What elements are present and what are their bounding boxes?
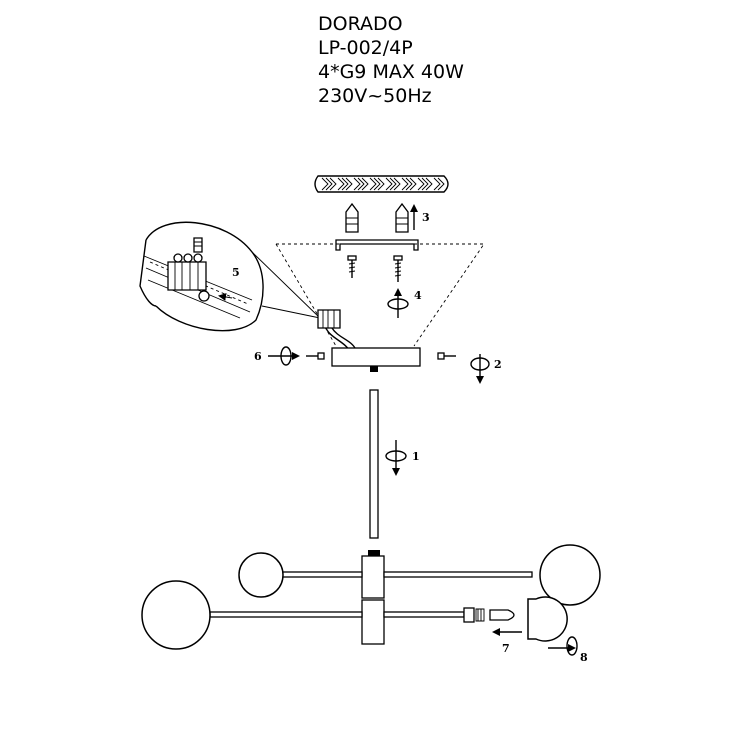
glass-shade-lower-right [527, 596, 568, 642]
central-hub [361, 550, 385, 645]
arm-lower [209, 611, 465, 618]
glass-shade-upper-left [238, 552, 284, 598]
bulb-spec: 4*G9 MAX 40W [318, 61, 464, 83]
step-8-label: 8 [580, 651, 588, 664]
step-4-label: 4 [414, 289, 422, 302]
step-4-rotate-arrow [387, 288, 409, 318]
canopy-connector [317, 309, 357, 353]
side-screw-left [306, 352, 325, 360]
screw-left [347, 255, 357, 278]
step-8-rotate-arrow [548, 636, 578, 656]
model-name: DORADO [318, 13, 403, 35]
step-6-rotate-arrow [268, 346, 300, 366]
power-spec: 230V~50Hz [318, 85, 432, 107]
glass-shade-lower-left [141, 580, 211, 650]
g9-bulb [489, 609, 515, 621]
projection-lines [275, 243, 485, 347]
side-screw-right [437, 352, 456, 360]
step-7-label: 7 [502, 642, 510, 655]
arm-upper [281, 571, 533, 578]
step-1-label: 1 [412, 450, 420, 463]
wall-plug-left [345, 202, 359, 233]
step-2-rotate-arrow [470, 354, 490, 384]
step-3-label: 3 [422, 211, 430, 224]
screw-right [393, 255, 403, 282]
glass-shade-upper-right [539, 544, 601, 606]
suspension-rod [369, 389, 379, 539]
wiring-zoom-callout [139, 221, 321, 332]
terminal-block [167, 237, 210, 302]
step-1-rotate-arrow [385, 440, 407, 476]
wall-plug-right [395, 202, 409, 233]
step-6-label: 6 [254, 350, 262, 363]
model-code: LP-002/4P [318, 37, 413, 59]
mounting-bracket [335, 239, 419, 251]
bulb-holder [463, 607, 485, 623]
step-5-label: 5 [232, 266, 240, 279]
spec-block: DORADO LP-002/4P 4*G9 MAX 40W 230V~50Hz [318, 12, 464, 108]
crystal-strip [314, 175, 449, 193]
step-2-label: 2 [494, 358, 502, 371]
canopy-base [331, 347, 421, 372]
